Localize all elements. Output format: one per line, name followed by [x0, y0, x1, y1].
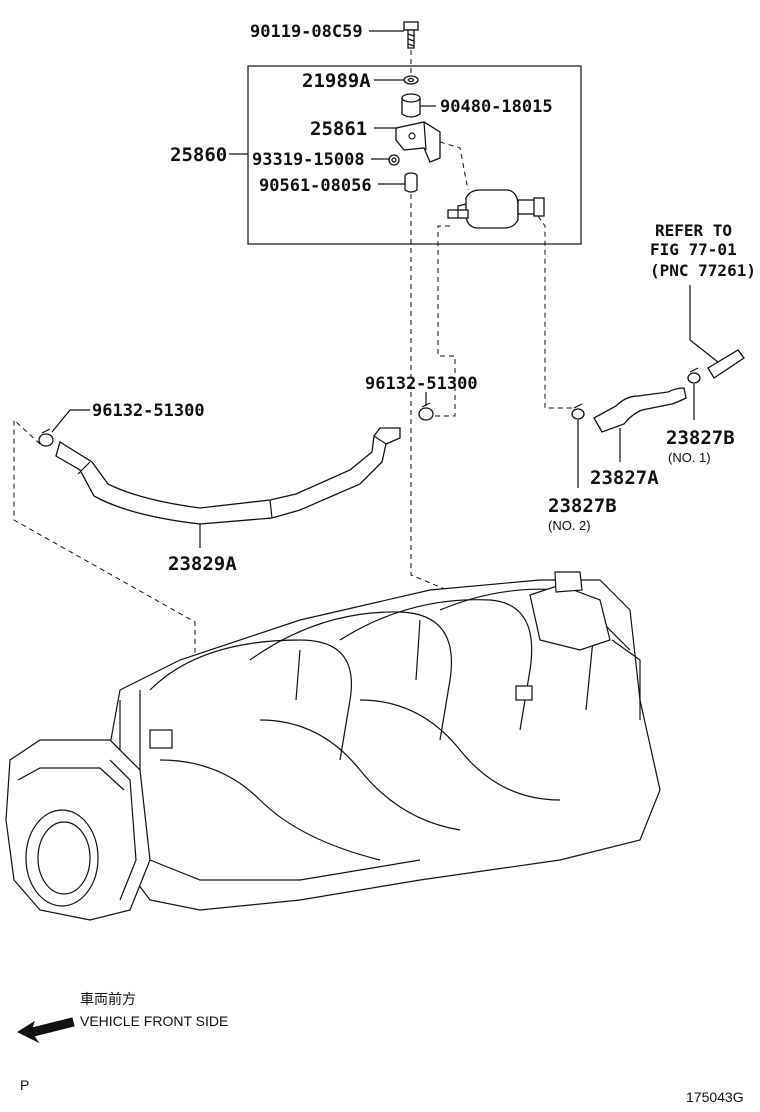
label-nut: 93319-15008 [252, 150, 365, 170]
reference-line2: FIG 77-01 [650, 240, 737, 259]
bracket-icon [395, 121, 441, 163]
assembly-box [247, 65, 582, 245]
label-hose-b2: 23827B [548, 495, 617, 517]
nut-icon [388, 154, 400, 166]
label-hose-b1: 23827B [666, 427, 735, 449]
clip-no2-icon [571, 403, 585, 420]
label-washer: 21989A [302, 70, 371, 92]
label-clip-right: 96132-51300 [365, 374, 478, 394]
figure-id: 175043G [686, 1089, 744, 1105]
label-hose-a: 23827A [590, 467, 659, 489]
label-cushion: 90480-18015 [440, 97, 553, 117]
label-hose-b1-sub: (NO. 1) [668, 450, 711, 465]
label-bolt: 90119-08C59 [250, 22, 363, 42]
bolt-icon [403, 21, 419, 49]
collar-icon [404, 172, 418, 193]
label-bracket: 25861 [310, 118, 367, 140]
label-clip-left: 96132-51300 [92, 401, 205, 421]
label-hose-b2-sub: (NO. 2) [548, 518, 591, 533]
reference-line3: (PNC 77261) [650, 261, 756, 280]
reference-line1: REFER TO [655, 221, 732, 240]
hose-23829a-icon [55, 427, 401, 525]
footer-left: P [20, 1077, 29, 1093]
direction-en: VEHICLE FRONT SIDE [80, 1013, 228, 1029]
cushion-icon [401, 93, 421, 118]
label-hose-main: 23829A [168, 553, 237, 575]
valve-icon [447, 189, 545, 229]
washer-icon [403, 75, 419, 85]
arrow-left-icon [16, 1017, 75, 1044]
label-valve-assembly: 25860 [170, 144, 227, 166]
pipe-icon [707, 349, 745, 379]
clip-left-icon [38, 428, 54, 447]
intake-manifold [99, 571, 661, 911]
clip-no1-icon [687, 367, 701, 384]
hose-23827a-icon [593, 387, 687, 433]
clip-right-icon [418, 402, 434, 421]
direction-jp: 車両前方 [80, 991, 136, 1007]
throttle-body [5, 739, 151, 921]
label-collar: 90561-08056 [259, 176, 372, 196]
